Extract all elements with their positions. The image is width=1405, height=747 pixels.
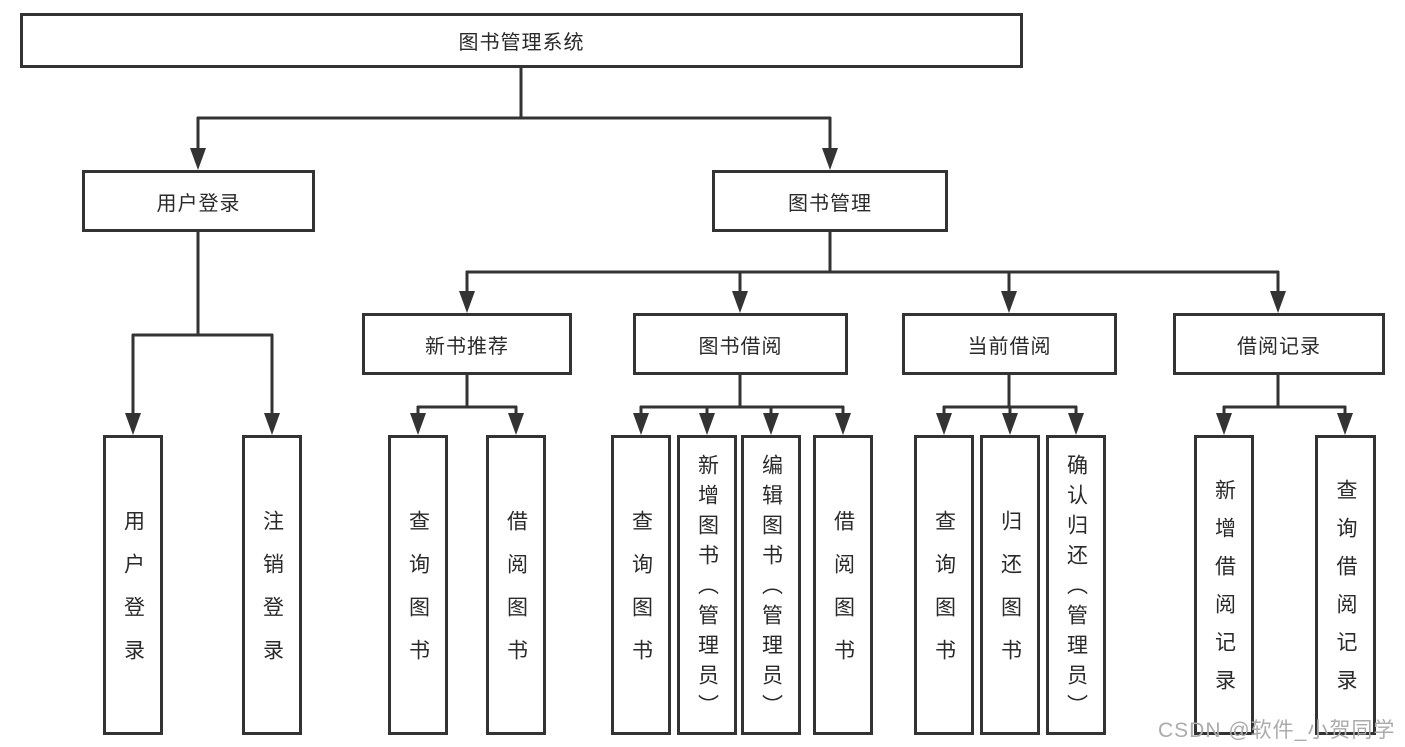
leaf-query-book-borrow-label: 查询图书	[629, 510, 653, 682]
node-borrow-records-label: 借阅记录	[1237, 335, 1321, 358]
leaf-query-book-rec-label: 查询图书	[406, 510, 430, 682]
node-book-borrow-label: 图书借阅	[698, 335, 783, 358]
node-current-borrow-label: 当前借阅	[967, 335, 1052, 358]
node-new-book-recommend-label: 新书推荐	[425, 335, 509, 358]
leaf-confirm-return-admin: 确认归还（管理员）	[1046, 435, 1106, 735]
leaf-add-borrow-record-label: 新增借阅记录	[1212, 479, 1236, 707]
leaf-logout: 注销登录	[242, 435, 302, 735]
leaf-edit-book-admin-label: 编辑图书（管理员）	[759, 454, 783, 724]
leaf-borrow-book: 借阅图书	[813, 435, 873, 735]
node-book-management-label: 图书管理	[788, 192, 872, 215]
leaf-add-book-admin: 新增图书（管理员）	[677, 435, 737, 735]
leaf-query-book-rec: 查询图书	[388, 435, 448, 735]
leaf-add-book-admin-label: 新增图书（管理员）	[695, 454, 719, 724]
connector-lines	[131, 68, 1347, 415]
node-user-login: 用户登录	[82, 170, 315, 232]
csdn-watermark: CSDN @软件_小贺同学	[1158, 719, 1396, 742]
node-root-label: 图书管理系统	[458, 32, 585, 54]
leaf-query-book-current: 查询图书	[914, 435, 974, 735]
node-user-login-label: 用户登录	[156, 192, 241, 215]
leaf-query-borrow-record-label: 查询借阅记录	[1334, 479, 1357, 707]
node-new-book-recommend: 新书推荐	[362, 313, 572, 375]
leaf-return-book: 归还图书	[980, 435, 1040, 735]
leaf-borrow-book-rec-label: 借阅图书	[504, 510, 528, 682]
node-book-management: 图书管理	[712, 170, 948, 232]
leaf-query-book-current-label: 查询图书	[932, 510, 956, 682]
node-book-borrow: 图书借阅	[633, 313, 848, 375]
leaf-query-book-borrow: 查询图书	[611, 435, 671, 735]
node-root: 图书管理系统	[20, 13, 1023, 68]
leaf-borrow-book-rec: 借阅图书	[486, 435, 546, 735]
leaf-add-borrow-record: 新增借阅记录	[1194, 435, 1254, 735]
leaf-borrow-book-label: 借阅图书	[831, 510, 855, 682]
leaf-confirm-return-admin-label: 确认归还（管理员）	[1064, 454, 1088, 724]
node-borrow-records: 借阅记录	[1173, 313, 1385, 375]
leaf-logout-label: 注销登录	[260, 510, 284, 682]
leaf-return-book-label: 归还图书	[998, 510, 1022, 682]
node-current-borrow: 当前借阅	[902, 313, 1117, 375]
leaf-query-borrow-record: 查询借阅记录	[1315, 435, 1376, 735]
leaf-user-login-label: 用户登录	[121, 510, 145, 682]
leaf-edit-book-admin: 编辑图书（管理员）	[741, 435, 801, 735]
arrowhead-icons	[125, 148, 1353, 435]
leaf-user-login: 用户登录	[103, 435, 163, 735]
